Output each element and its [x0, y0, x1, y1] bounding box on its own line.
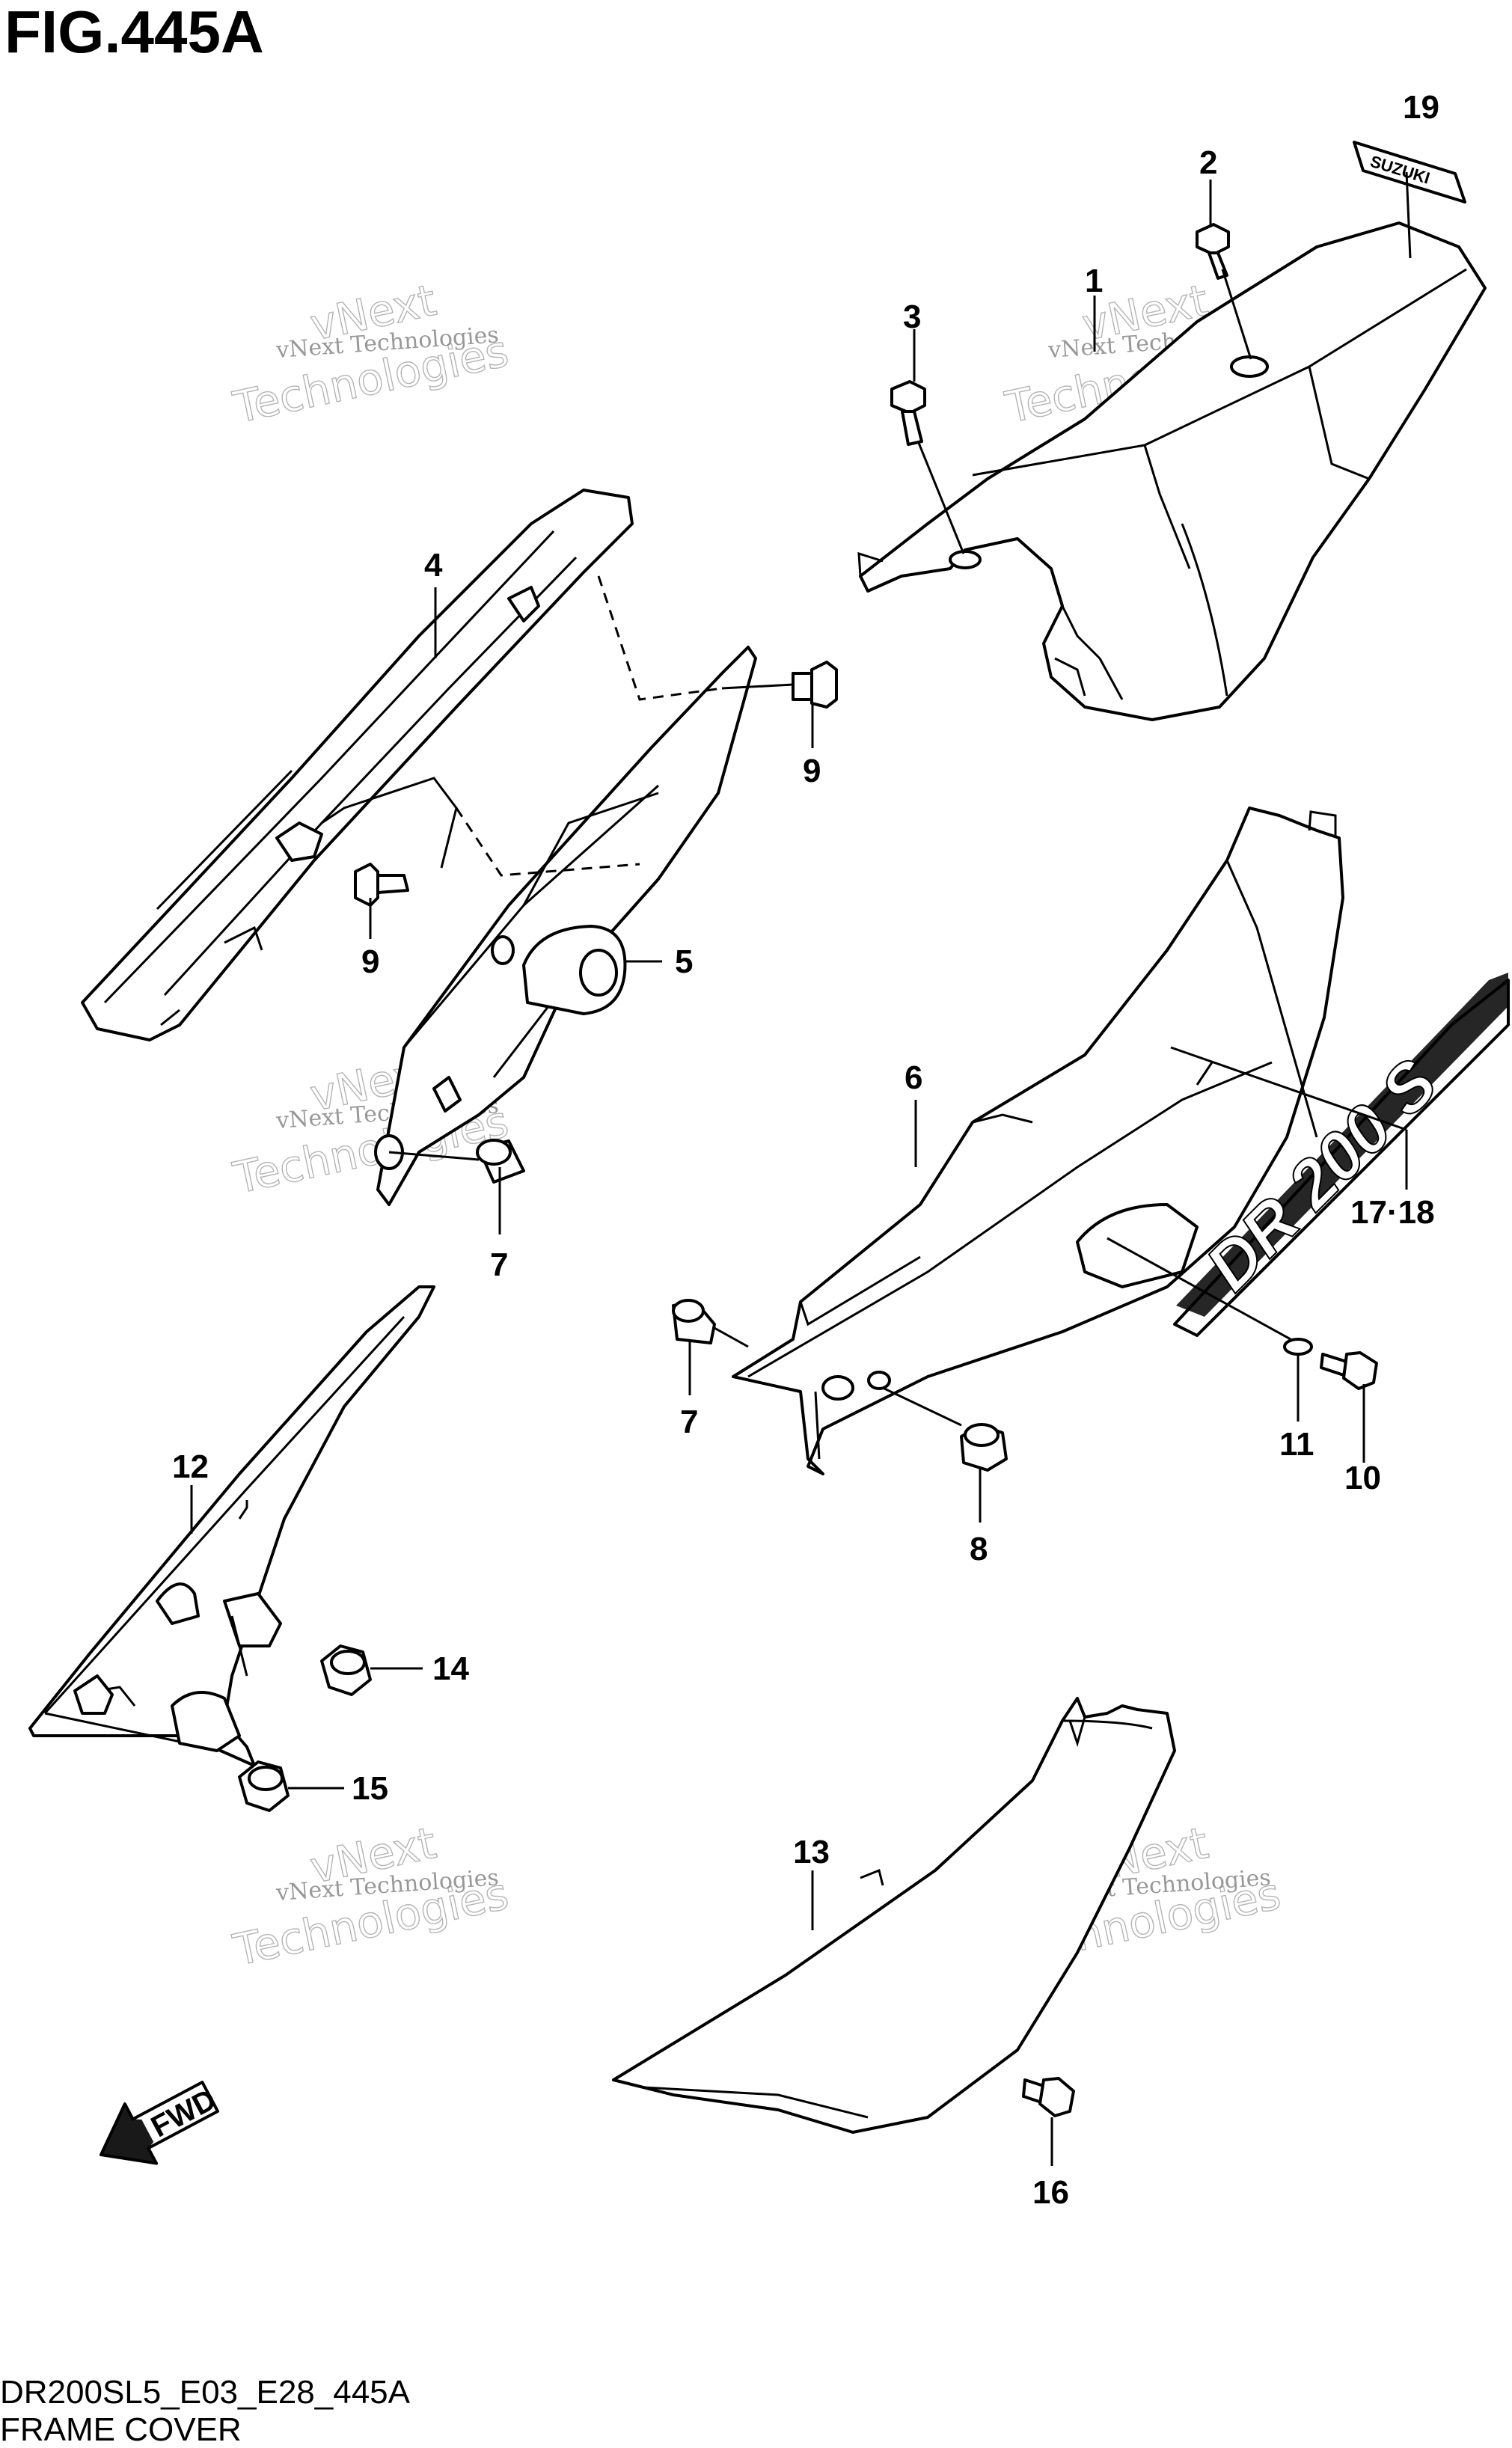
callout-9-lower: 9: [361, 943, 379, 980]
callout-2: 2: [1199, 144, 1217, 181]
part-lower-cover-13: [612, 1697, 1176, 2134]
part-side-cover-6: [732, 807, 1344, 1475]
part-bolt-3: [890, 380, 965, 554]
callout-16: 16: [1032, 2174, 1069, 2211]
callout-12: 12: [172, 1448, 209, 1485]
callout-6: 6: [905, 1059, 922, 1096]
part-grommet-8: [882, 1386, 1008, 1472]
dashed-lead-4-5-lower: [455, 807, 640, 877]
part-bolt-16: [1022, 2077, 1075, 2117]
part-bolt-10: [1320, 1351, 1378, 1390]
part-bolt-9-upper: [721, 661, 838, 709]
callout-7-lower: 7: [680, 1404, 698, 1440]
callout-17-18: 17·18: [1350, 1194, 1435, 1231]
part-grommet-7-upper: [388, 1139, 525, 1184]
part-grommet-14: [320, 1644, 423, 1696]
part-bolt-2: [1196, 223, 1252, 360]
callout-15: 15: [352, 1770, 388, 1807]
part-frame-cover-upper-left: [81, 489, 634, 1041]
callout-10: 10: [1344, 1460, 1381, 1496]
callout-3: 3: [903, 299, 921, 335]
part-frame-bracket-5: [374, 646, 757, 1206]
callout-leaders: [190, 180, 1408, 2166]
callout-13: 13: [793, 1834, 830, 1870]
part-grommet-7-lower: [672, 1299, 749, 1348]
callout-8: 8: [970, 1531, 988, 1567]
callout-9-upper: 9: [803, 753, 821, 789]
callout-1: 1: [1085, 263, 1103, 299]
forward-direction-arrow: FWD: [100, 2081, 221, 2165]
figure-caption: FRAME COVER: [0, 2411, 242, 2448]
part-grommet-15: [238, 1760, 344, 1812]
part-lower-panel-12: [28, 1285, 435, 1767]
callout-4: 4: [424, 547, 443, 584]
watermark-top-left: vNext Technologies vNext Technologies: [228, 274, 513, 433]
figure-code: DR200SL5_E03_E28_445A: [0, 2374, 411, 2411]
part-rear-fender: [857, 221, 1487, 721]
callout-11: 11: [1279, 1426, 1314, 1463]
part-bolt-9-lower: [354, 863, 409, 907]
callout-19: 19: [1403, 89, 1439, 126]
watermark-bottom-left: vNext Technologies vNext Technologies: [228, 1817, 513, 1976]
dashed-lead-4-5: [597, 575, 723, 701]
part-washer-11: [1107, 1237, 1313, 1356]
callout-5: 5: [675, 943, 693, 980]
callout-14: 14: [432, 1650, 469, 1687]
callout-7-upper: 7: [490, 1246, 508, 1283]
figure-title: FIG.445A: [4, 0, 264, 65]
